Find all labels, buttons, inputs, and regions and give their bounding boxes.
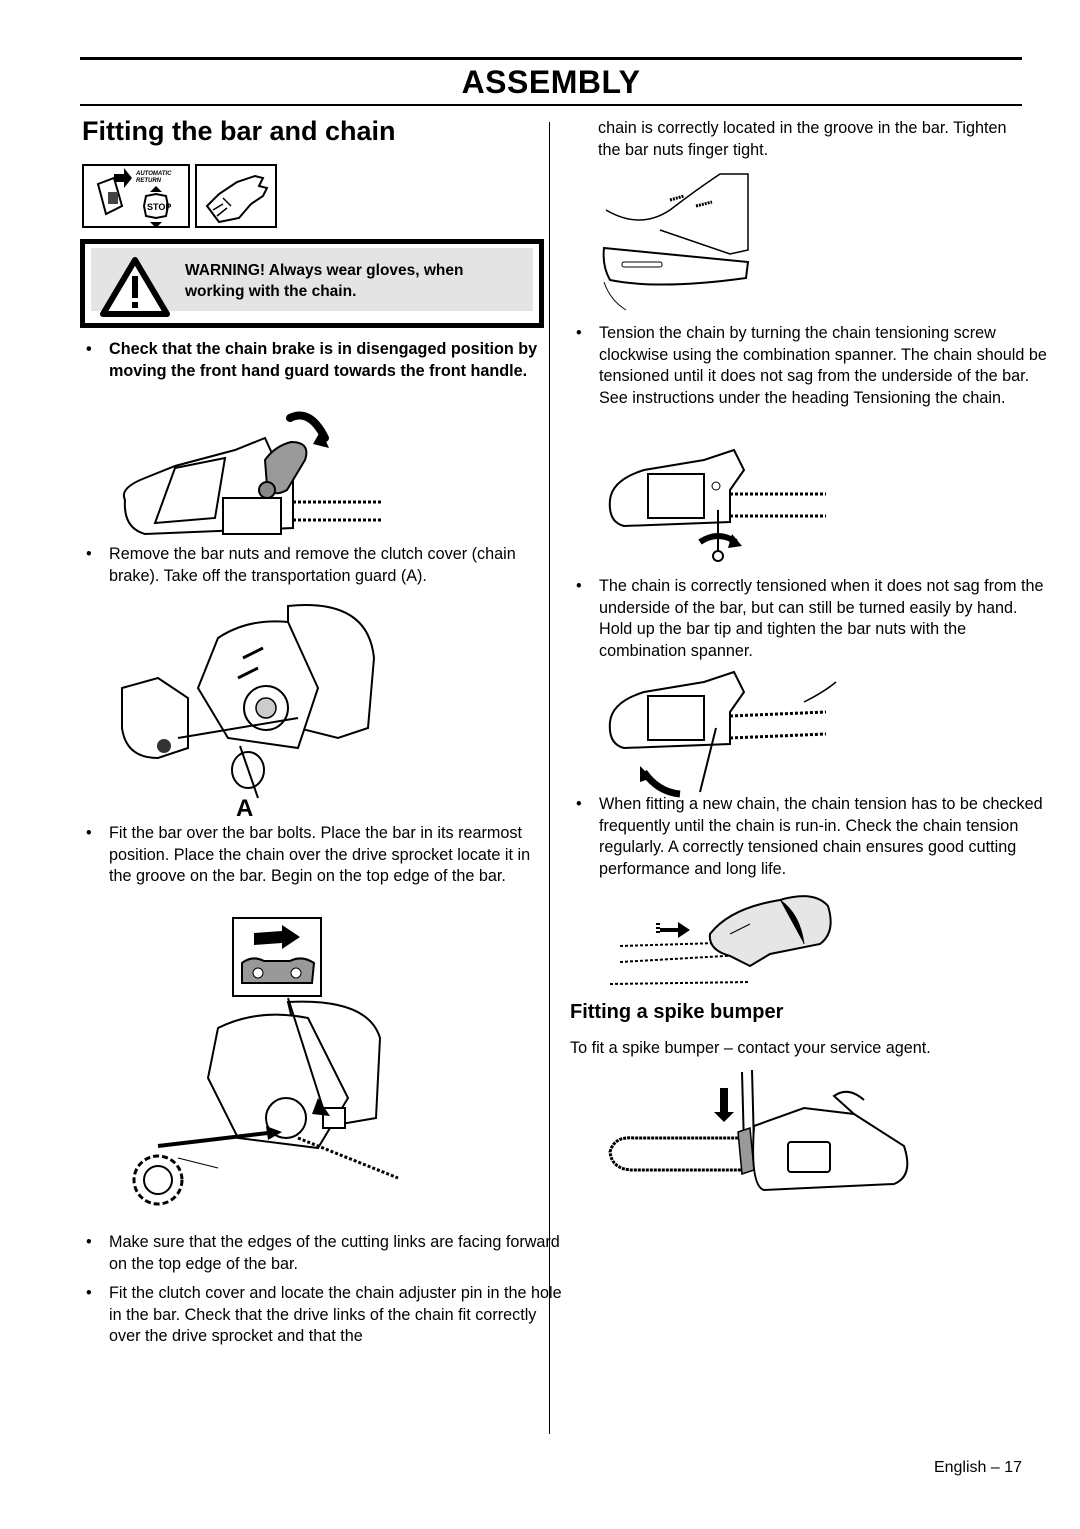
chain-brake-icon: AUTOMATIC RETURN STOP [96, 168, 172, 228]
subtitle-spike-bumper: Fitting a spike bumper [570, 1001, 784, 1023]
warning-text: WARNING! Always wear gloves, when workin… [185, 262, 464, 300]
pictogram-label-stop: STOP [147, 202, 171, 212]
warning-box: WARNING! Always wear gloves, when workin… [80, 239, 544, 328]
bullet-remove-clutch-cover: Remove the bar nuts and remove the clutc… [80, 544, 554, 587]
cutting-link-icon [241, 925, 316, 984]
label-a: A [236, 795, 253, 822]
page-title: Fitting the bar and chain [82, 116, 396, 146]
bullet-correct-tension: The chain is correctly tensioned when it… [570, 576, 1051, 662]
bullet-fit-clutch-cover: Fit the clutch cover and locate the chai… [80, 1283, 564, 1348]
column-divider [549, 122, 550, 1434]
bullet-fit-bar: Fit the bar over the bar bolts. Place th… [80, 823, 554, 888]
figure-remove-clutch-cover: A [121, 604, 376, 822]
figure-bar-nuts [602, 173, 750, 311]
section-title: ASSEMBLY [461, 64, 641, 100]
bullet-tension-chain: Tension the chain by turning the chain t… [570, 323, 1051, 409]
bullet-chain-brake: Check that the chain brake is in disenga… [80, 339, 564, 382]
warning-triangle-icon [100, 257, 170, 317]
glove-icon [205, 174, 269, 224]
cutting-link-box [232, 917, 322, 997]
figure-tension-screw [608, 448, 826, 562]
pictogram-label-automatic: AUTOMATIC [135, 171, 172, 177]
figure-chain-brake-disengage [123, 411, 383, 536]
bullet-new-chain: When fitting a new chain, the chain tens… [570, 794, 1051, 880]
spike-bumper-text: To fit a spike bumper – contact your ser… [570, 1039, 931, 1057]
pictogram-chain-brake: AUTOMATIC RETURN STOP [82, 164, 190, 228]
header-top-rule [80, 57, 1022, 60]
pictogram-label-return: RETURN [136, 178, 162, 184]
continuation-text: chain is correctly located in the groove… [598, 119, 1007, 159]
page-footer: English – 17 [933, 1459, 1022, 1476]
header-bottom-rule [80, 104, 1022, 106]
figure-chain-on-sprocket [132, 997, 399, 1206]
figure-spike-bumper [608, 1069, 909, 1192]
figure-tighten-bar-nuts [608, 670, 837, 798]
bullet-cutting-links: Make sure that the edges of the cutting … [80, 1232, 564, 1275]
pictogram-gloves [195, 164, 277, 228]
figure-check-tension-glove [609, 895, 832, 985]
